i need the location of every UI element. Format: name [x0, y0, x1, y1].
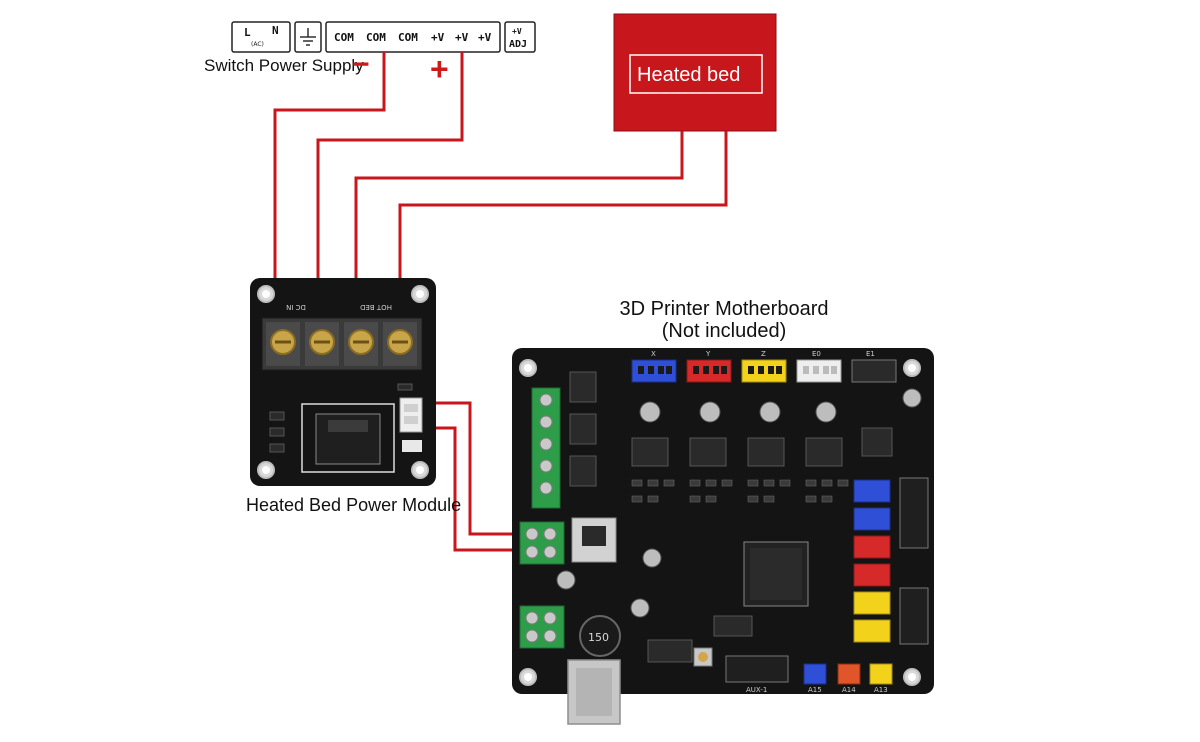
label-a13: A13: [874, 686, 888, 694]
label-x: X: [651, 350, 656, 358]
ps-terminal-v-1: +V: [431, 31, 445, 44]
aux-header: [725, 655, 789, 683]
heated-bed-label-box: [629, 54, 763, 94]
connector-right-red-2: [853, 563, 891, 587]
ps-terminal-n: N: [272, 24, 279, 37]
wire-signal-1: [425, 401, 522, 536]
stepper-drivers: [631, 427, 893, 467]
connector-right-blue-2: [853, 507, 891, 531]
label-aux1: AUX-1: [746, 686, 767, 694]
connector-right-yellow-1: [853, 591, 891, 615]
ps-box-ln: [231, 21, 291, 53]
wire-ps-minus-1: [273, 52, 386, 322]
motherboard-subtitle: (Not included): [662, 320, 787, 342]
ground-icon: [300, 28, 316, 46]
label-e1: E1: [866, 350, 875, 358]
mosfet-outline: [301, 403, 395, 473]
silk-dc-in: DC IN: [286, 303, 306, 311]
mosfet: [569, 455, 597, 487]
connector-right-blue-1: [853, 479, 891, 503]
wire-bed-2: [398, 131, 728, 322]
connector-right-red-1: [853, 535, 891, 559]
ps-terminal-com-2: COM: [366, 31, 386, 44]
silk-hot-bed: HOT BED: [360, 303, 392, 311]
mosfet: [569, 413, 597, 445]
screw-terminals: [266, 322, 417, 366]
wire-signal-2: [425, 426, 522, 552]
label-z: Z: [761, 350, 766, 358]
header-right-2: [899, 587, 929, 645]
ps-terminal-com-3: COM: [398, 31, 418, 44]
power-module: DC IN HOT BED Heated Bed Power Module: [246, 278, 461, 515]
power-module-label: Heated Bed Power Module: [246, 495, 461, 515]
ps-box-output: [325, 21, 501, 53]
power-supply-terminal-strip: L N (AC) COM COM COM +V +V +V +V ADJ Swi…: [204, 21, 536, 87]
inductor-mark: 150: [588, 631, 609, 644]
signal-connector: [399, 397, 423, 433]
heated-bed: Heated bed: [613, 13, 777, 132]
heated-bed-label: Heated bed: [637, 64, 740, 86]
plus-sign: +: [430, 51, 449, 87]
connector-a13: [869, 663, 893, 685]
heated-bed-plate: [613, 13, 777, 132]
ps-terminal-v-2: +V: [455, 31, 469, 44]
connector-e1: [851, 359, 897, 383]
capacitors: [556, 388, 922, 618]
label-a15: A15: [808, 686, 822, 694]
ps-terminal-l: L: [244, 26, 251, 39]
minus-sign: −: [352, 48, 370, 81]
green-terminal-power: [519, 521, 565, 565]
ps-box-adj: [504, 21, 536, 53]
label-a14: A14: [842, 686, 856, 694]
ps-terminal-v-3: +V: [478, 31, 492, 44]
label-y: Y: [705, 350, 711, 358]
connector-right-yellow-2: [853, 619, 891, 643]
label-e0: E0: [812, 350, 821, 358]
green-terminal-bed: [519, 605, 565, 649]
wire-ps-plus-1: [316, 52, 464, 322]
inductor: [579, 615, 621, 657]
motherboard: 3D Printer Motherboard (Not included) X …: [512, 298, 934, 725]
power-supply-label: Switch Power Supply: [204, 56, 364, 75]
connector-a14: [837, 663, 861, 685]
header-right-1: [899, 477, 929, 549]
mosfet: [569, 371, 597, 403]
ps-ac-mark: (AC): [251, 41, 264, 48]
ps-terminal-v-adj: +V: [512, 27, 522, 36]
wires: [273, 52, 728, 552]
ps-terminal-com-1: COM: [334, 31, 354, 44]
motherboard-pcb: [512, 348, 934, 694]
connector-a15: [803, 663, 827, 685]
motherboard-title: 3D Printer Motherboard: [620, 298, 829, 320]
wire-bed-1: [354, 131, 684, 322]
ps-terminal-adj: ADJ: [509, 39, 527, 50]
